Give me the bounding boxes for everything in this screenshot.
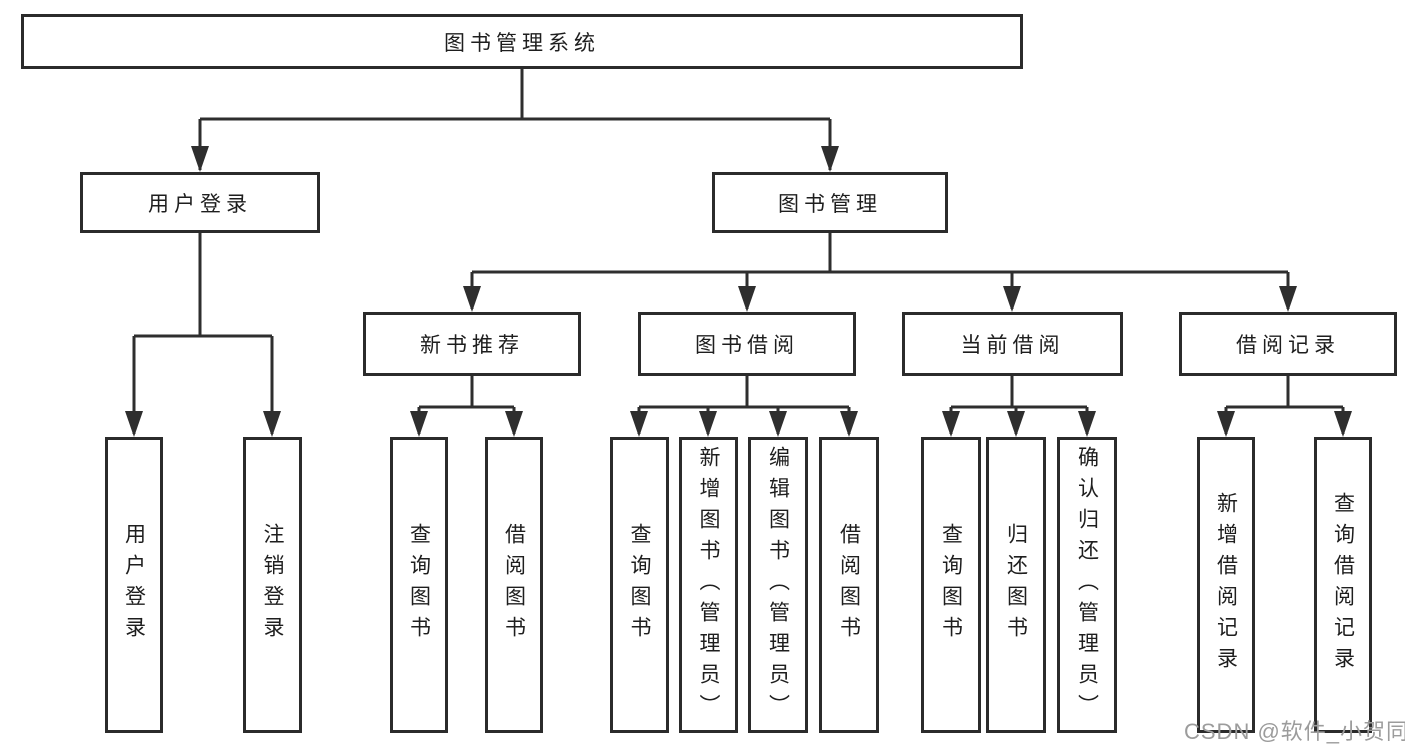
node-label: 查询借阅记录 [1331, 492, 1355, 678]
arrowhead [1007, 411, 1025, 437]
arrowhead [1217, 411, 1235, 437]
arrowhead [699, 411, 717, 437]
leaf-return-books: 归还图书 [986, 437, 1046, 733]
arrowhead [505, 411, 523, 437]
leaf-edit-books-admin: 编辑图书（管理员） [748, 437, 808, 733]
leaf-query-books-recommend: 查询图书 [390, 437, 448, 733]
node-label: 借阅图书 [502, 523, 526, 647]
arrowhead [630, 411, 648, 437]
node-library-system: 图书管理系统 [21, 14, 1023, 69]
leaf-query-books-current: 查询图书 [921, 437, 981, 733]
arrowhead [1334, 411, 1352, 437]
node-label: 新书推荐 [420, 334, 524, 357]
node-label: 注销登录 [261, 523, 285, 647]
connector-current-borrowing-children [942, 376, 1096, 437]
arrowhead [738, 286, 756, 312]
arrowhead [125, 411, 143, 437]
leaf-user-login: 用户登录 [105, 437, 163, 733]
node-book-borrowing: 图书借阅 [638, 312, 856, 376]
arrowhead [1003, 286, 1021, 312]
connector-root-to-level2 [191, 69, 839, 172]
connector-book-borrowing-children [630, 376, 858, 437]
node-borrowing-records: 借阅记录 [1179, 312, 1397, 376]
leaf-query-borrow-record: 查询借阅记录 [1314, 437, 1372, 733]
node-book-management: 图书管理 [712, 172, 948, 233]
node-label: 用户登录 [122, 523, 146, 647]
arrowhead [1279, 286, 1297, 312]
connector-new-book-recommend-children [410, 376, 523, 437]
leaf-add-books-admin: 新增图书（管理员） [679, 437, 738, 733]
node-label: 借阅记录 [1236, 334, 1340, 357]
leaf-borrow-books: 借阅图书 [819, 437, 879, 733]
connector-book-management-children [463, 233, 1297, 312]
node-label: 图书管理系统 [444, 31, 600, 55]
node-label: 借阅图书 [837, 523, 861, 647]
node-label: 图书管理 [778, 192, 882, 216]
node-label: 查询图书 [407, 523, 431, 647]
node-label: 当前借阅 [960, 334, 1065, 357]
leaf-add-borrow-record: 新增借阅记录 [1197, 437, 1255, 733]
arrowhead [191, 146, 209, 172]
node-label: 用户登录 [148, 192, 252, 216]
leaf-query-books-borrowing: 查询图书 [610, 437, 669, 733]
node-label: 查询图书 [939, 523, 963, 647]
node-label: 新增借阅记录 [1214, 492, 1238, 678]
node-label: 新增图书（管理员） [697, 445, 721, 725]
node-label: 查询图书 [628, 523, 652, 647]
arrowhead [821, 146, 839, 172]
node-label: 图书借阅 [695, 334, 799, 357]
node-label: 编辑图书（管理员） [766, 445, 790, 725]
arrowhead [263, 411, 281, 437]
node-label: 确认归还（管理员） [1075, 445, 1099, 725]
node-current-borrowing: 当前借阅 [902, 312, 1123, 376]
node-new-book-recommend: 新书推荐 [363, 312, 581, 376]
leaf-logout: 注销登录 [243, 437, 302, 733]
arrowhead [769, 411, 787, 437]
arrowhead [410, 411, 428, 437]
connector-user-login-children [125, 233, 281, 437]
arrowhead [463, 286, 481, 312]
leaf-confirm-return-admin: 确认归还（管理员） [1057, 437, 1117, 733]
leaf-borrow-books-recommend: 借阅图书 [485, 437, 543, 733]
arrowhead [1078, 411, 1096, 437]
arrowhead [942, 411, 960, 437]
node-label: 归还图书 [1004, 523, 1028, 647]
node-user-login: 用户登录 [80, 172, 320, 233]
connector-borrowing-records-children [1217, 376, 1352, 437]
arrowhead [840, 411, 858, 437]
watermark: CSDN @软件_小贺同学 [1184, 719, 1405, 744]
